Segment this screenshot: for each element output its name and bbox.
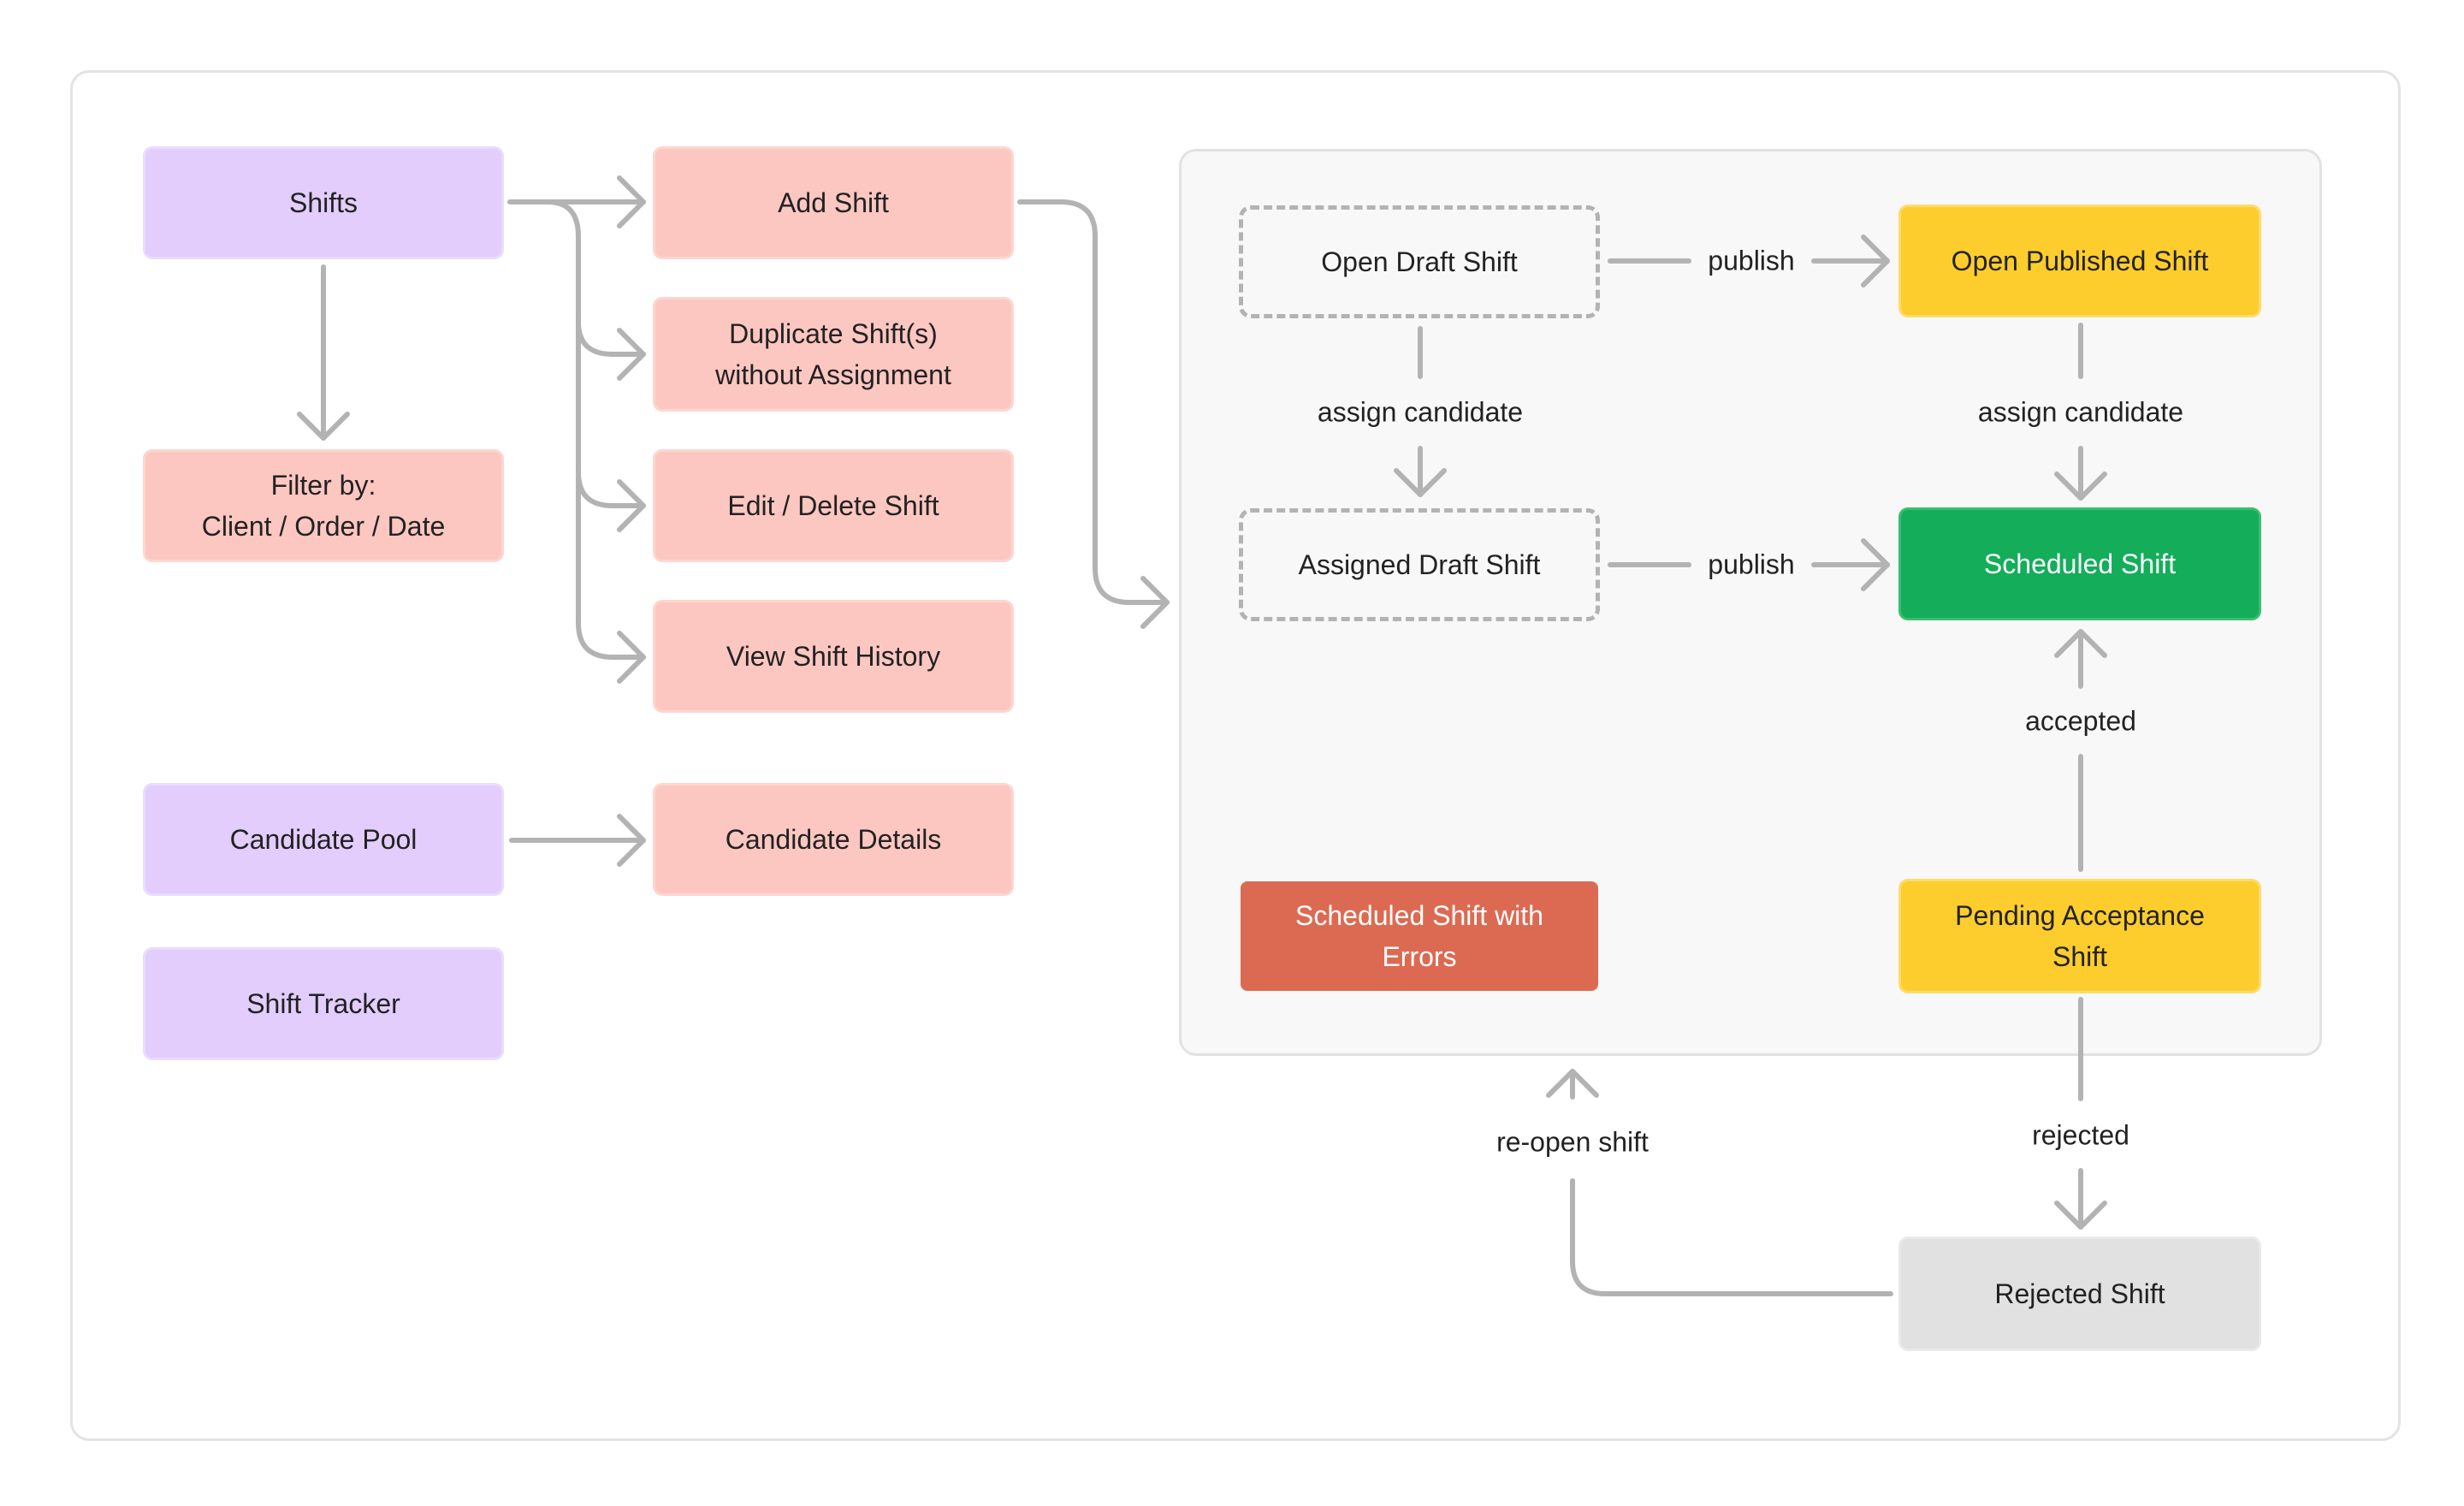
arrowhead-filter	[297, 412, 350, 441]
node-open-published-shift[interactable]: Open Published Shift	[1901, 207, 2259, 315]
node-pending-acceptance-shift[interactable]: Pending Acceptance Shift	[1901, 881, 2259, 991]
node-scheduled-shift-with-errors[interactable]: Scheduled Shift with Errors	[1241, 881, 1598, 991]
edge-shifts-branch	[545, 199, 646, 660]
label-publish-2: publish	[1708, 548, 1795, 580]
node-rejected-shift[interactable]: Rejected Shift	[1901, 1239, 2259, 1349]
label-accepted: accepted	[2025, 705, 2136, 737]
label-assign-candidate-2: assign candidate	[1977, 396, 2184, 428]
label-re-open-shift: re-open shift	[1496, 1126, 1649, 1158]
node-shifts[interactable]: Shifts	[145, 149, 501, 257]
node-shift-tracker[interactable]: Shift Tracker	[145, 950, 501, 1058]
arrowhead-edit	[617, 479, 646, 532]
arrowhead-reopen	[1546, 1069, 1599, 1098]
arrowhead-assign-2	[2054, 471, 2107, 501]
node-duplicate-shift[interactable]: Duplicate Shift(s) without Assignment	[655, 299, 1011, 409]
node-filter[interactable]: Filter by: Client / Order / Date	[145, 452, 501, 560]
node-open-draft-shift[interactable]: Open Draft Shift	[1239, 205, 1600, 318]
edge-add-panel	[1017, 199, 1170, 605]
arrowhead-panel	[1140, 576, 1170, 629]
arrowhead-history	[617, 631, 646, 684]
edge-branch-edit	[576, 470, 646, 508]
label-rejected: rejected	[2032, 1119, 2129, 1151]
arrowhead-add	[617, 175, 646, 228]
node-add-shift[interactable]: Add Shift	[655, 149, 1011, 257]
node-candidate-pool[interactable]: Candidate Pool	[145, 786, 501, 893]
node-candidate-details[interactable]: Candidate Details	[655, 786, 1011, 893]
node-scheduled-shift[interactable]: Scheduled Shift	[1901, 510, 2259, 618]
node-edit-delete-shift[interactable]: Edit / Delete Shift	[655, 452, 1011, 560]
arrowhead-publish-2	[1861, 538, 1890, 591]
arrowhead-publish-1	[1861, 234, 1890, 288]
node-assigned-draft-shift[interactable]: Assigned Draft Shift	[1239, 508, 1600, 621]
label-assign-candidate-1: assign candidate	[1317, 396, 1524, 428]
edge-reopen-a	[1570, 1178, 1893, 1296]
node-view-shift-history[interactable]: View Shift History	[655, 602, 1011, 710]
label-publish-1: publish	[1708, 245, 1795, 276]
arrowhead-rejected	[2054, 1201, 2107, 1230]
edge-branch-duplicate	[576, 319, 646, 357]
arrowhead-details	[617, 814, 646, 867]
arrowhead-assign-1	[1394, 468, 1447, 497]
arrowhead-accepted	[2054, 629, 2107, 658]
arrowhead-duplicate	[617, 328, 646, 381]
